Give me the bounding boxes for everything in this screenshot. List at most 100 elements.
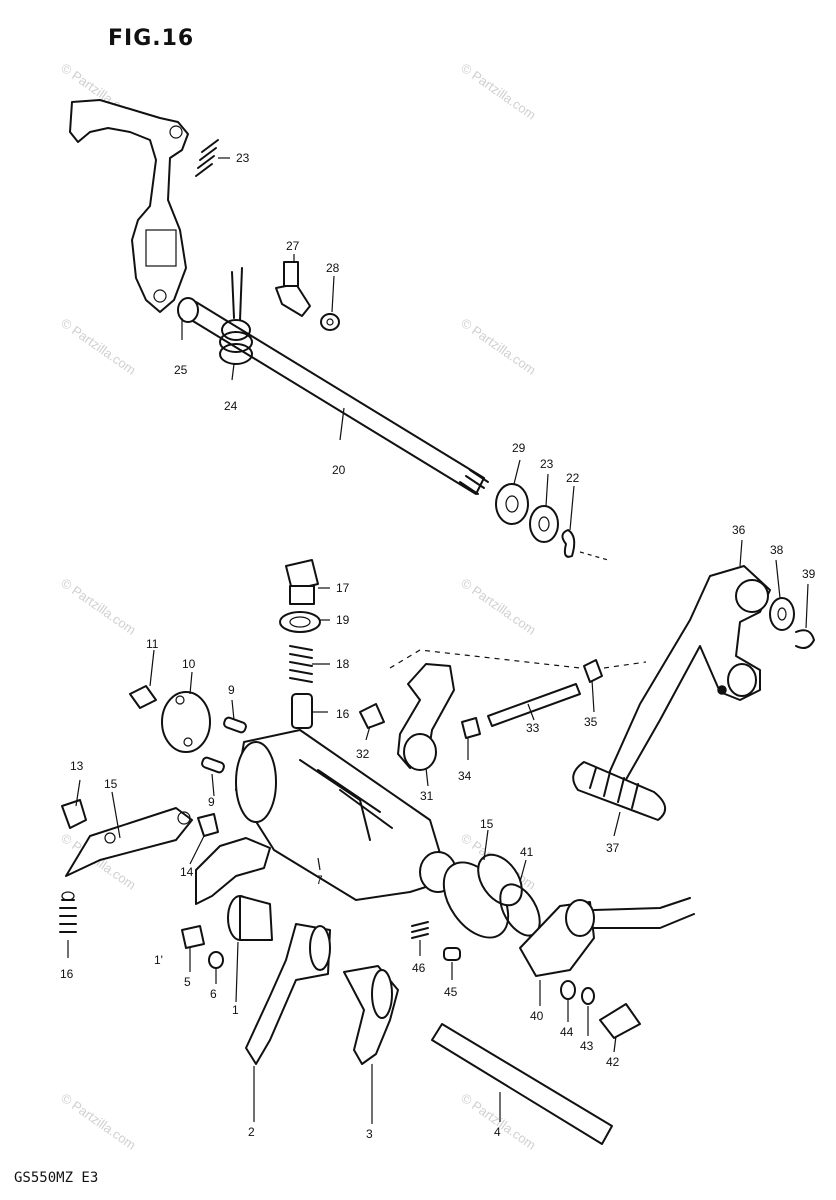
fork-shaft-1	[227, 895, 273, 941]
screw-11	[129, 685, 157, 709]
part-label: 16	[336, 707, 350, 721]
watermark: © Partzilla.com	[458, 315, 538, 378]
watermark: © Partzilla.com	[58, 575, 138, 638]
part-label: 39	[802, 567, 816, 581]
part-label: 2	[248, 1125, 255, 1139]
part-label: 45	[444, 985, 458, 999]
shift-link-arm-31	[389, 649, 581, 771]
part-label: 16	[60, 967, 74, 981]
pin-45	[443, 947, 461, 961]
watermark: © Partzilla.com	[458, 575, 538, 638]
leader-lines	[67, 157, 809, 1124]
spring-20	[289, 645, 313, 683]
part-label: 5	[184, 975, 191, 989]
oil-seal-30	[495, 483, 529, 525]
shaft-end-cover-40	[519, 897, 695, 977]
plug-19	[285, 559, 319, 605]
spring-17	[59, 891, 77, 933]
part-label: 3	[366, 1127, 373, 1141]
part-label: 18	[336, 657, 350, 671]
link-rod-33	[487, 683, 581, 727]
gearshift-shaft	[177, 297, 489, 495]
part-label: 20	[332, 463, 346, 477]
part-label: 29	[512, 441, 526, 455]
part-label: 1	[232, 1003, 239, 1017]
part-label: 24	[224, 399, 238, 413]
part-label: 13	[70, 759, 84, 773]
spring-46	[411, 921, 429, 939]
bolt-42	[599, 1003, 641, 1039]
part-label: 33	[526, 721, 540, 735]
circlip-23	[561, 529, 609, 561]
part-label: 23	[236, 151, 250, 165]
part-label: 15	[104, 777, 118, 791]
part-label: 35	[584, 715, 598, 729]
pins-9	[201, 716, 247, 774]
washer-24	[529, 505, 559, 543]
model-code: GS550MZ E3	[14, 1170, 99, 1186]
part-label: 36	[732, 523, 746, 537]
spring-25	[195, 139, 219, 177]
washer-44	[560, 980, 576, 1000]
washer-43	[581, 987, 595, 1005]
circlip-39	[795, 629, 815, 649]
part-label: 19	[336, 613, 350, 627]
nut-35	[583, 659, 647, 683]
part-label: 22	[566, 471, 580, 485]
part-label: 42	[606, 1055, 620, 1069]
part-label: 40	[530, 1009, 544, 1023]
part-label: 41	[520, 845, 534, 859]
part-label: 27	[286, 239, 300, 253]
part-label: 7	[316, 873, 323, 887]
washer-38	[769, 597, 795, 631]
part-label: 4	[494, 1125, 501, 1139]
part-label: 9	[208, 795, 215, 809]
part-label: 1'	[154, 953, 163, 967]
bolt-small-14	[197, 813, 219, 837]
rubber-grip-37	[572, 761, 666, 821]
watermark-layer: © Partzilla.com © Partzilla.com © Partzi…	[58, 60, 538, 1153]
washer-6	[208, 951, 224, 969]
part-label: 23	[540, 457, 554, 471]
part-label: 38	[770, 543, 784, 557]
gasket-21	[279, 611, 321, 633]
part-label: 6	[210, 987, 217, 1001]
watermark: © Partzilla.com	[58, 1090, 138, 1153]
watermark: © Partzilla.com	[458, 1090, 538, 1153]
watermark: © Partzilla.com	[458, 60, 538, 123]
bolt-5	[181, 925, 205, 949]
return-spring-26	[219, 267, 253, 365]
part-label: 10	[182, 657, 196, 671]
cam-stopper-plate-10	[161, 691, 211, 753]
figure-title: FIG.16	[108, 26, 195, 51]
cam-stopper-16	[65, 807, 193, 877]
part-label: 32	[356, 747, 370, 761]
cam-guide-bracket	[195, 837, 271, 905]
part-label: 31	[420, 789, 434, 803]
bolt-28	[275, 261, 311, 317]
nut-34	[461, 717, 481, 739]
part-label: 46	[412, 961, 426, 975]
part-label: 28	[326, 261, 340, 275]
pin-18	[291, 693, 313, 729]
part-label: 43	[580, 1039, 594, 1053]
gearshift-lever-36	[605, 565, 771, 791]
gearshift-arm	[69, 99, 189, 313]
part-label: 15	[480, 817, 494, 831]
part-label: 17	[336, 581, 350, 595]
part-label: 37	[606, 841, 620, 855]
part-label: 34	[458, 769, 472, 783]
part-label: 44	[560, 1025, 574, 1039]
bolt-13	[61, 799, 87, 829]
bolt-32	[359, 703, 385, 729]
watermark: © Partzilla.com	[58, 315, 138, 378]
part-label: 25	[174, 363, 188, 377]
fork-2	[245, 923, 331, 1065]
part-label: 14	[180, 865, 194, 879]
fork-rod-4	[431, 1023, 613, 1145]
part-label: 9	[228, 683, 235, 697]
washer-29	[320, 313, 340, 331]
bearing-15	[442, 853, 523, 939]
part-labels: 23 27 28 25 24 20 29 23 22 17 19 18 16 1…	[60, 151, 816, 1141]
